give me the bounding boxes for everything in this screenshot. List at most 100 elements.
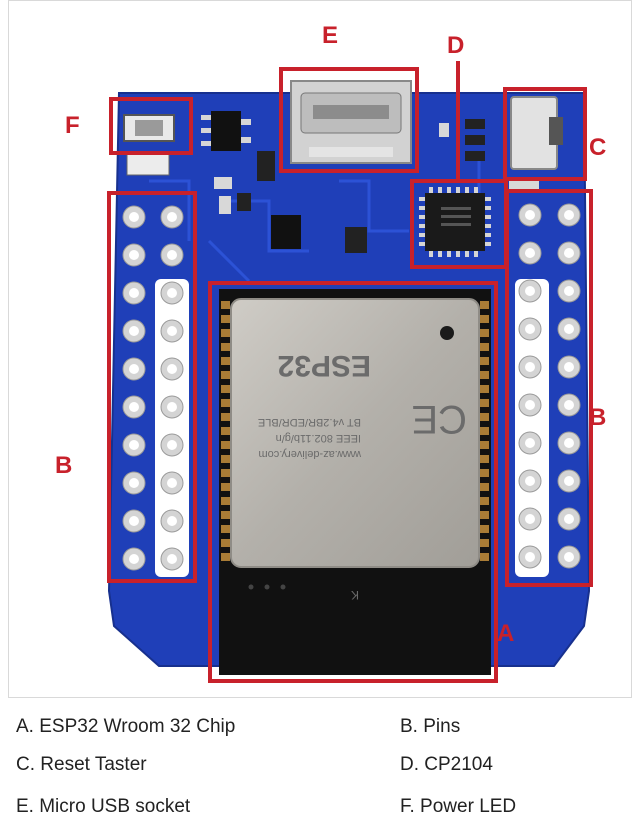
cp-pin [447, 251, 451, 257]
legend-item-c: C. Reset Taster [16, 754, 147, 775]
pin-hole [518, 393, 542, 417]
callout-box-f [109, 97, 193, 155]
cp-pin [465, 251, 469, 257]
module-pad [221, 413, 230, 421]
module-pad [221, 553, 230, 561]
module-pad [221, 385, 230, 393]
module-pads-left [221, 301, 230, 561]
pin-hole [518, 279, 542, 303]
pin-hole [122, 471, 146, 495]
esp32-brand-text: ESP32 [278, 349, 371, 382]
module-pad [480, 371, 489, 379]
module-pad [480, 427, 489, 435]
module-pad [221, 399, 230, 407]
module-pad [480, 511, 489, 519]
cp2104-pins [419, 187, 491, 257]
legend: A. ESP32 Wroom 32 Chip B. Pins C. Reset … [0, 700, 640, 824]
module-pad [221, 525, 230, 533]
cp-pin [419, 197, 425, 201]
module-pad [221, 539, 230, 547]
antenna-k-mark: K [351, 588, 359, 602]
module-pad [221, 441, 230, 449]
antenna-dot [280, 584, 286, 590]
pin-hole [518, 203, 542, 227]
cp-pin [474, 251, 478, 257]
module-pad [480, 329, 489, 337]
cp-pin [465, 187, 469, 193]
pin-hole [160, 281, 184, 305]
pin-hole [122, 433, 146, 457]
pin-holes-right [518, 203, 581, 569]
cp-pin [419, 233, 425, 237]
chip-ieee-text: IEEE 802.11b/g/n [276, 432, 361, 444]
module-pad [480, 483, 489, 491]
pin-hole [557, 507, 581, 531]
callout-label-b-left: B [55, 452, 72, 479]
pin-hole [518, 355, 542, 379]
board-diagram: ESP32 www.az-delivery.com IEEE 802.11b/g… [55, 22, 606, 683]
board-figure: ESP32 www.az-delivery.com IEEE 802.11b/g… [8, 0, 632, 698]
pin-hole [160, 243, 184, 267]
cp-pin [474, 187, 478, 193]
module-pad [221, 329, 230, 337]
cp-pin [485, 215, 491, 219]
pin-strip-right [515, 279, 549, 577]
antenna-area [248, 584, 286, 590]
chip-url-text: www.az-delivery.com [259, 448, 363, 460]
pin-hole [160, 319, 184, 343]
pin-hole [557, 317, 581, 341]
pin-hole [160, 357, 184, 381]
pin-hole [122, 357, 146, 381]
legend-item-a: A. ESP32 Wroom 32 Chip [16, 716, 236, 737]
pin-hole [160, 205, 184, 229]
module-pad [480, 413, 489, 421]
callout-box-e [279, 67, 419, 173]
module-pad [480, 539, 489, 547]
pin-hole [122, 509, 146, 533]
pin-hole [518, 507, 542, 531]
callout-box-c [503, 87, 587, 181]
chip-bt-text: BT v4.2BR/EDR/BLE [258, 416, 361, 428]
antenna-dot [264, 584, 270, 590]
pin-hole [122, 205, 146, 229]
callout-boxes [107, 61, 593, 683]
module-pad [221, 301, 230, 309]
module-pad [480, 497, 489, 505]
cp-pin [419, 206, 425, 210]
cp-pin [419, 224, 425, 228]
cp-pin [419, 215, 425, 219]
pin-hole [518, 317, 542, 341]
legend-item-f: F. Power LED [400, 796, 517, 817]
cp-pin [429, 187, 433, 193]
module-pad [221, 511, 230, 519]
callout-box-b-right [505, 189, 593, 587]
module-pad [221, 469, 230, 477]
module-pad [221, 483, 230, 491]
legend-item-d: D. CP2104 [400, 754, 493, 775]
pin-hole [122, 547, 146, 571]
power-led-lens [135, 120, 163, 136]
pin-hole [518, 545, 542, 569]
pin-hole [122, 243, 146, 267]
pin-hole [122, 319, 146, 343]
legend-item-b: B. Pins [400, 716, 461, 737]
pin-hole [557, 355, 581, 379]
pin-hole [557, 203, 581, 227]
pin-hole [160, 471, 184, 495]
module-pad [480, 469, 489, 477]
module-pad [480, 315, 489, 323]
cp-pin [485, 242, 491, 246]
cp-pin [456, 187, 460, 193]
regulator-chip [211, 111, 241, 151]
module-pad [480, 525, 489, 533]
pin-hole [122, 281, 146, 305]
module-pad [480, 301, 489, 309]
callout-label-e: E [322, 22, 338, 49]
pin-hole [160, 547, 184, 571]
module-pad [480, 343, 489, 351]
callout-label-c: C [589, 134, 606, 161]
pin-strip-left [155, 279, 189, 577]
esp32-shield [230, 298, 480, 568]
callout-box-a [208, 281, 498, 683]
module-pad [480, 399, 489, 407]
